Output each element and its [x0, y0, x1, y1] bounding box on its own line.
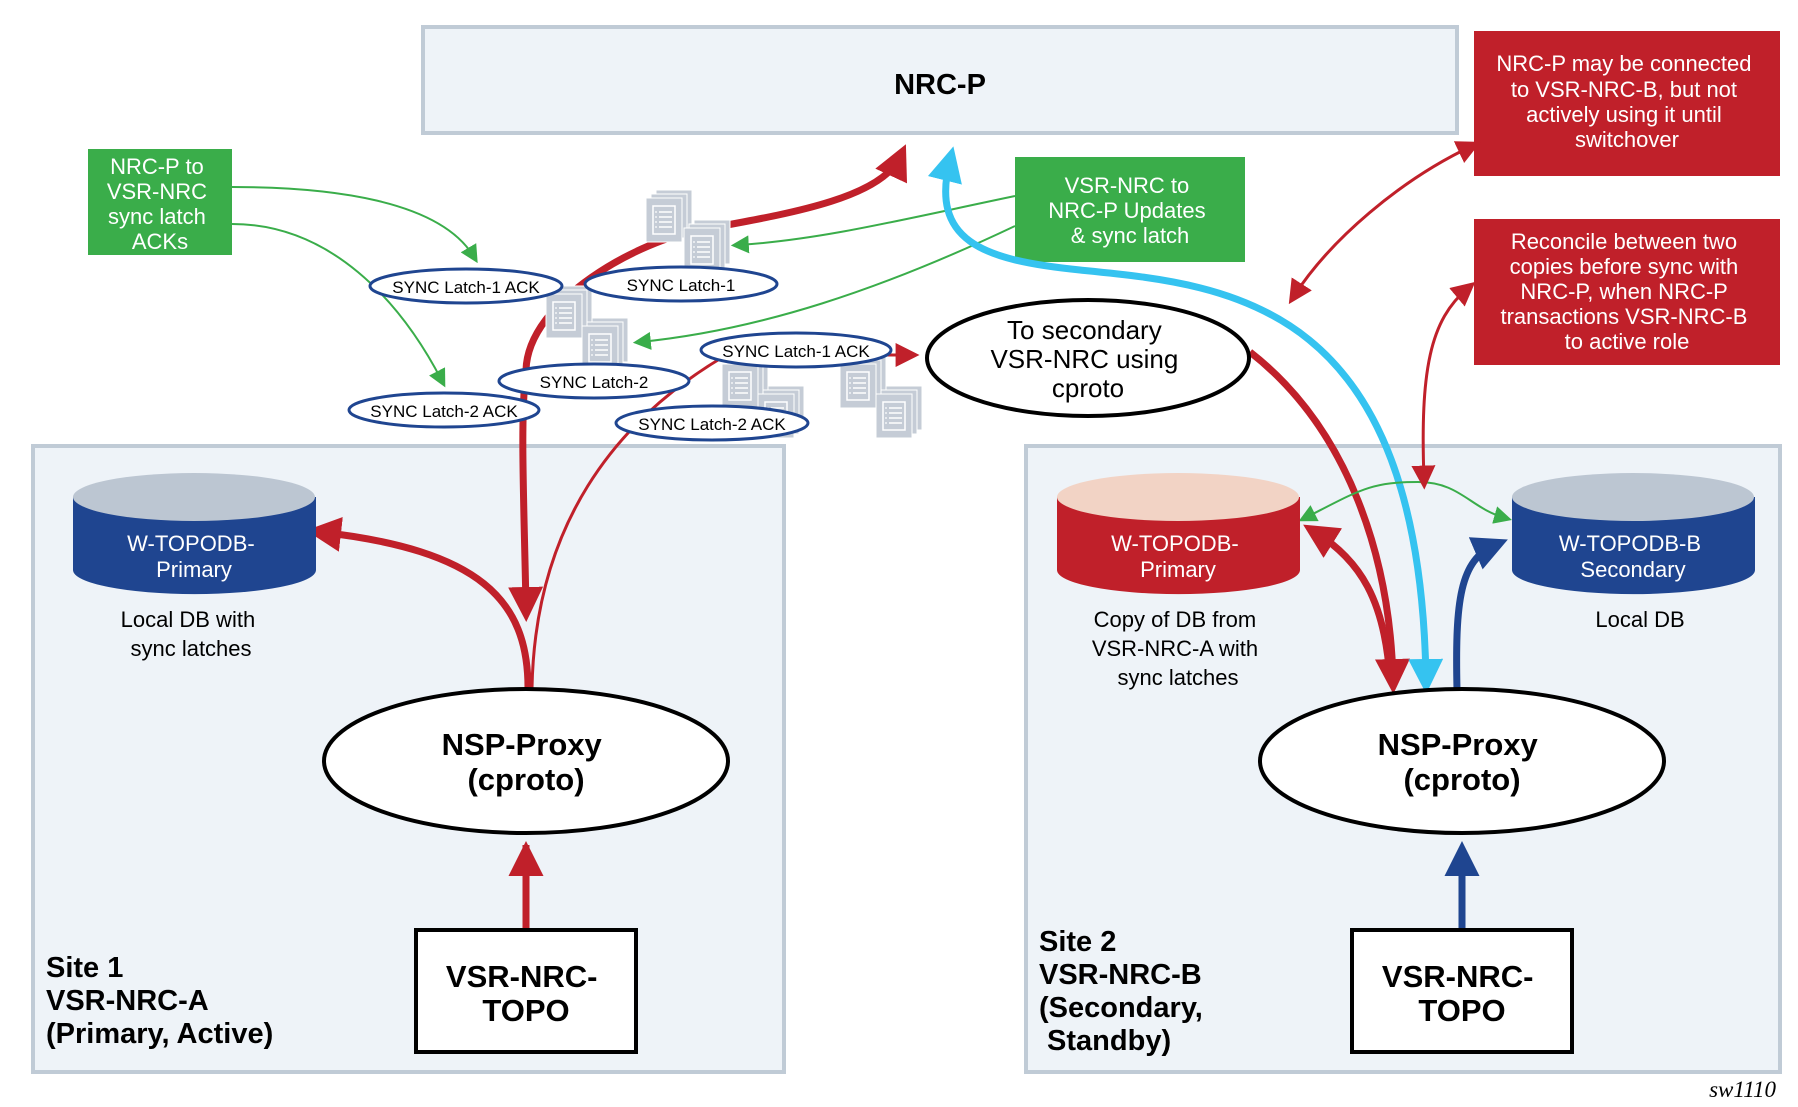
nrc-p-label: NRC-P	[894, 69, 986, 101]
sync-latch2-ack-right: SYNC Latch-2 ACK	[614, 404, 810, 442]
site1-vsr-nrc-topo: VSR-NRC- TOPO	[414, 928, 638, 1054]
svg-text:SYNC Latch-2 ACK: SYNC Latch-2 ACK	[638, 415, 786, 434]
sync-latch2: SYNC Latch-2	[497, 362, 691, 400]
svg-text:NSP-Proxy (cproto): NSP-Proxy (cproto)	[1378, 727, 1547, 797]
arrow-nrc-p-to-proxy-b	[927, 146, 1444, 694]
callout-updates-text: VSR-NRC to NRC-P Updates & sync latch	[1048, 173, 1211, 248]
arrow-acks-to-latch2-ack	[231, 223, 446, 388]
arrow-reconcile-callout	[1411, 281, 1476, 490]
sync-latch1-ack-right: SYNC Latch-1 ACK	[699, 331, 893, 369]
svg-text:SYNC Latch-1 ACK: SYNC Latch-1 ACK	[722, 342, 870, 361]
arrow-updates-to-latch1	[730, 195, 1016, 254]
site2-db-copy-caption: Copy of DB from VSR-NRC-A with sync latc…	[1092, 607, 1264, 690]
svg-text:SYNC Latch-2: SYNC Latch-2	[540, 373, 649, 392]
svg-text:VSR-NRC- TOPO: VSR-NRC- TOPO	[1382, 959, 1542, 1028]
site2-db-local: W-TOPODB-B Secondary	[1512, 473, 1755, 595]
svg-text:To secondary VSR-NRC usi: To secondary VSR-NRC using cproto	[990, 315, 1185, 403]
site2-title: Site 2 VSR-NRC-B (Secondary, Standby)	[1039, 926, 1203, 1057]
svg-text:SYNC Latch-1 ACK: SYNC Latch-1 ACK	[392, 278, 540, 297]
doc-stack-icon	[875, 385, 923, 439]
callout-sync-acks	[88, 149, 232, 255]
arrow-acks-to-latch1-ack	[231, 186, 478, 264]
arrow-proxy-b-to-db-local	[1453, 537, 1508, 691]
nrc-p-box	[421, 25, 1459, 135]
svg-text:W-TOPODB-B Secondary: W-TOPODB-B Secondary	[1559, 531, 1707, 582]
figure-id: sw1110	[1709, 1077, 1776, 1102]
svg-text:NSP-Proxy (cproto): NSP-Proxy (cproto)	[442, 727, 611, 797]
svg-text:SYNC Latch-2 ACK: SYNC Latch-2 ACK	[370, 402, 518, 421]
sync-latch2-ack-left: SYNC Latch-2 ACK	[347, 391, 541, 429]
site2-db-local-caption: Local DB	[1595, 607, 1684, 632]
callout-reconcile-text: Reconcile between two copies before sync…	[1500, 229, 1753, 354]
sync-latch1-ack-left: SYNC Latch-1 ACK	[368, 267, 564, 305]
callout-sync-acks-text: NRC-P to VSR-NRC sync latch ACKs	[107, 154, 213, 254]
site1-nsp-proxy: NSP-Proxy (cproto)	[322, 687, 730, 835]
site1-db-caption: Local DB with sync latches	[121, 607, 262, 661]
svg-text:W-TOPODB- Primary: W-TOPODB- Primary	[1111, 531, 1245, 582]
callout-switchover	[1474, 31, 1780, 176]
site1-title: Site 1 VSR-NRC-A (Primary, Active)	[46, 952, 273, 1050]
site2-db-copy: W-TOPODB- Primary	[1057, 473, 1300, 595]
site2-nsp-proxy: NSP-Proxy (cproto)	[1258, 687, 1666, 835]
svg-text:VSR-NRC- TOPO: VSR-NRC- TOPO	[446, 959, 606, 1028]
svg-text:W-TOPODB- Primary: W-TOPODB- Primary	[127, 531, 261, 582]
secondary-vsr-nrc-node: To secondary VSR-NRC using cproto	[925, 298, 1251, 418]
doc-stack-icon	[683, 219, 731, 273]
site1-db-primary: W-TOPODB- Primary	[73, 473, 316, 595]
sync-latch1: SYNC Latch-1	[583, 265, 779, 303]
site2-vsr-nrc-topo: VSR-NRC- TOPO	[1350, 928, 1574, 1054]
callout-reconcile	[1474, 219, 1780, 365]
arrow-proxy-to-db-primary	[306, 516, 532, 689]
doc-stack-icon	[581, 317, 629, 371]
arrow-switchover-callout	[1288, 141, 1481, 305]
svg-text:SYNC Latch-1: SYNC Latch-1	[627, 276, 736, 295]
callout-switchover-text: NRC-P may be connected to VSR-NRC-B, but…	[1496, 51, 1757, 152]
